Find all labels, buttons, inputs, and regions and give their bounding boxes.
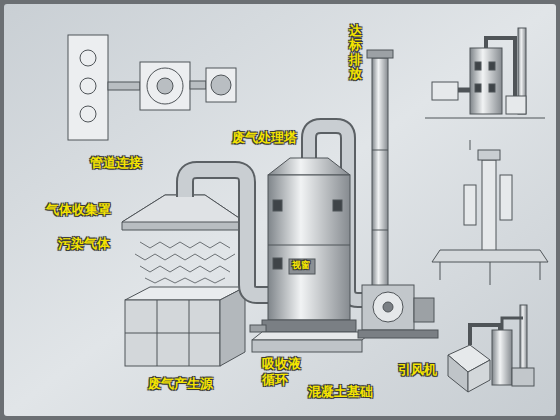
part-label: 视窗 bbox=[292, 260, 310, 271]
part-label: 废气处理塔 bbox=[232, 130, 297, 146]
part-label: 气体收集罩 bbox=[46, 202, 111, 218]
part-label: 引风机 bbox=[398, 362, 437, 378]
part-label: 废气产生源 bbox=[148, 376, 213, 392]
part-label: 吸收液循环 bbox=[262, 356, 304, 387]
part-label: 达标排放 bbox=[349, 24, 362, 81]
part-label: 管道连接 bbox=[90, 155, 142, 171]
part-label: 混凝土基础 bbox=[308, 384, 373, 400]
part-label: 污染气体 bbox=[58, 236, 110, 252]
